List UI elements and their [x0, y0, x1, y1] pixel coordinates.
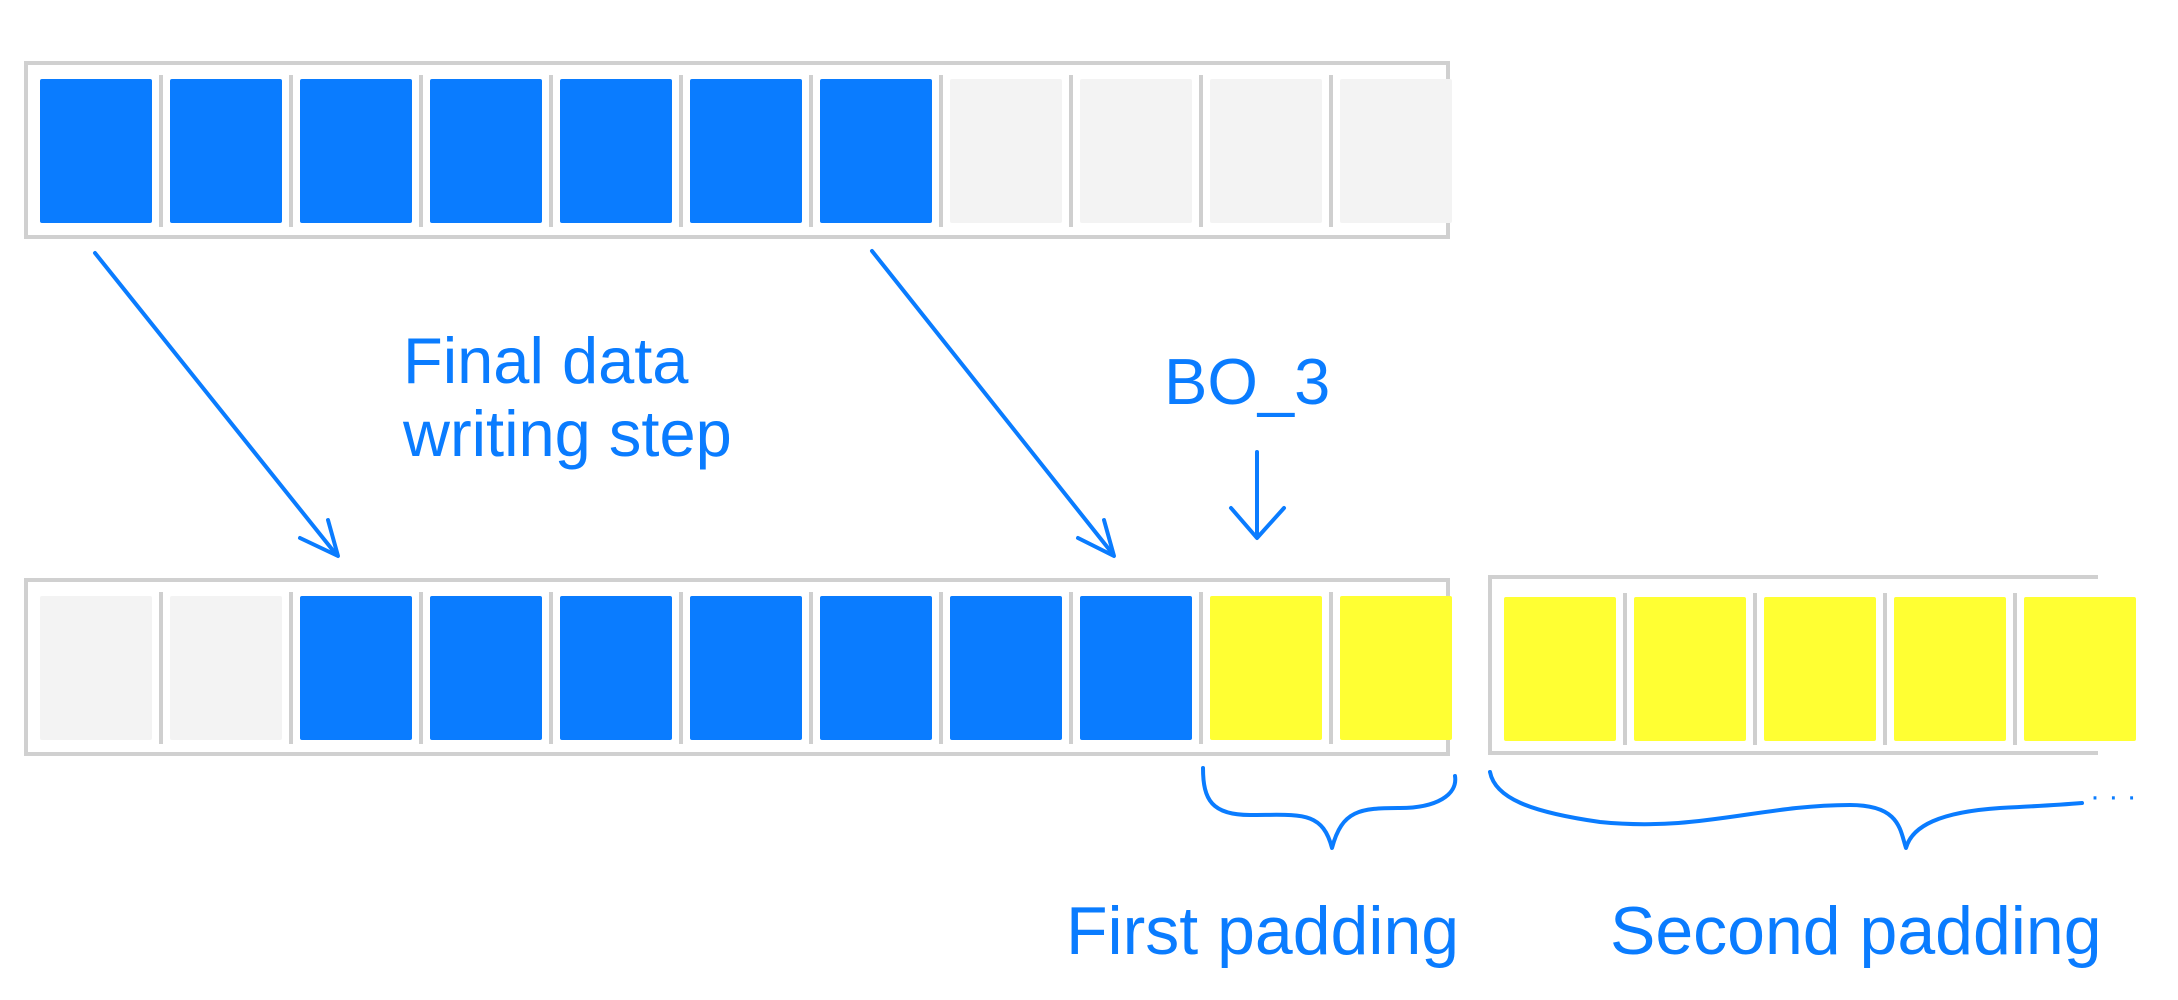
bo3-arrow-head: [1229, 506, 1286, 540]
next-buffer-cell-separator: [2013, 593, 2017, 745]
next-buffer-cell-padding: [1634, 597, 1746, 741]
top-buffer-cell-separator: [159, 75, 163, 227]
left-mapping-arrow: [93, 251, 337, 555]
next-buffer-cell-separator: [1883, 593, 1887, 745]
bottom-buffer-cell-separator: [809, 592, 813, 744]
bo3-offset-label: BO_3: [1164, 345, 1331, 418]
bottom-buffer-cell-data: [690, 596, 802, 740]
top-buffer-cell-data: [300, 79, 412, 223]
bottom-buffer-cell-data: [430, 596, 542, 740]
bottom-buffer-cell-separator: [289, 592, 293, 744]
final-data-writing-step-label: Final data writing step: [403, 324, 732, 470]
first-padding-brace: [1201, 766, 1458, 850]
next-buffer-cell-padding: [1894, 597, 2006, 741]
right-mapping-arrow: [870, 249, 1114, 555]
top-buffer-cell-separator: [1069, 75, 1073, 227]
top-buffer-cell-data: [170, 79, 282, 223]
top-buffer-cell-empty: [1080, 79, 1192, 223]
bottom-buffer-cell-data: [950, 596, 1062, 740]
top-buffer-cell-separator: [419, 75, 423, 227]
bottom-buffer-cell-separator: [939, 592, 943, 744]
next-buffer-cell-padding: [2024, 597, 2136, 741]
bottom-buffer-cell-data: [820, 596, 932, 740]
first-padding-label: First padding: [1066, 893, 1460, 969]
top-buffer-cell-empty: [950, 79, 1062, 223]
bottom-buffer-cell-separator: [419, 592, 423, 744]
bottom-buffer-cell-separator: [679, 592, 683, 744]
top-buffer-cell-separator: [939, 75, 943, 227]
top-buffer-cell-data: [820, 79, 932, 223]
top-buffer-cell-separator: [809, 75, 813, 227]
bottom-buffer-cell-data: [300, 596, 412, 740]
bottom-buffer-cell-empty: [40, 596, 152, 740]
top-buffer-cell-empty: [1210, 79, 1322, 223]
next-buffer-cell-separator: [1623, 593, 1627, 745]
top-buffer-cell-separator: [1199, 75, 1203, 227]
top-buffer-cell-separator: [1329, 75, 1333, 227]
bottom-buffer-cell-empty: [170, 596, 282, 740]
bottom-buffer-cell-separator: [1069, 592, 1073, 744]
bottom-buffer-cell-separator: [1199, 592, 1203, 744]
continuation-dots: · · ·: [2090, 780, 2137, 813]
top-buffer-cell-data: [560, 79, 672, 223]
bottom-buffer-cell-data: [560, 596, 672, 740]
left-arrow-head: [298, 518, 340, 558]
top-buffer-cell-separator: [679, 75, 683, 227]
top-buffer-cell-data: [40, 79, 152, 223]
next-buffer-cell-padding: [1764, 597, 1876, 741]
bottom-buffer-cell-padding: [1340, 596, 1452, 740]
right-arrow-head: [1076, 518, 1116, 558]
top-buffer-cell-data: [430, 79, 542, 223]
second-padding-brace: [1488, 770, 2084, 850]
top-buffer-cell-data: [690, 79, 802, 223]
bottom-buffer-cell-separator: [159, 592, 163, 744]
top-buffer: [24, 61, 1452, 239]
top-buffer-cell-separator: [289, 75, 293, 227]
bottom-buffer-cell-data: [1080, 596, 1192, 740]
bottom-buffer-cell-padding: [1210, 596, 1322, 740]
next-buffer: [1488, 575, 2136, 755]
bottom-buffer: [24, 578, 1452, 756]
next-buffer-cell-padding: [1504, 597, 1616, 741]
top-buffer-cell-empty: [1340, 79, 1452, 223]
second-padding-label: Second padding: [1610, 893, 2102, 969]
bottom-buffer-cell-separator: [1329, 592, 1333, 744]
next-buffer-cell-separator: [1753, 593, 1757, 745]
top-buffer-cell-separator: [549, 75, 553, 227]
bottom-buffer-cell-separator: [549, 592, 553, 744]
